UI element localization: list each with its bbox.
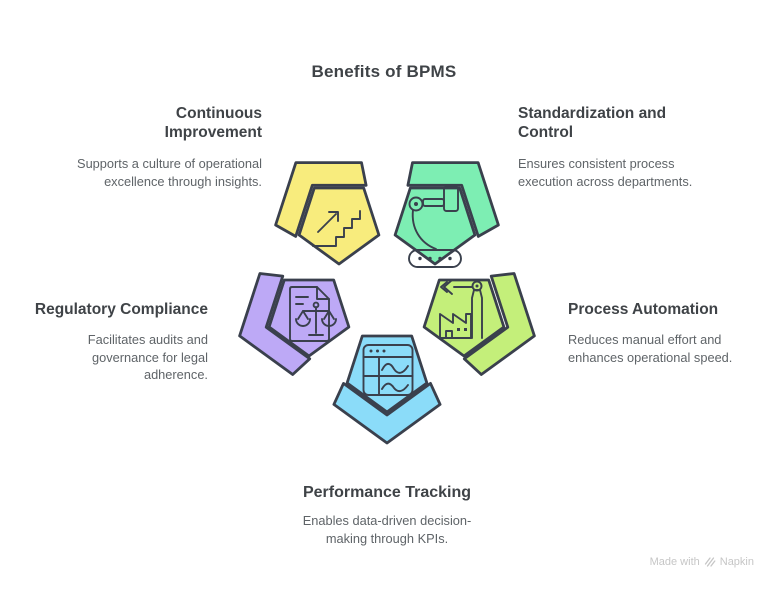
item-performance-tracking: Performance Tracking Enables data-driven…	[261, 483, 513, 547]
pentagon-process-automation	[422, 278, 506, 358]
group-process-automation	[422, 272, 536, 376]
made-with-napkin-watermark: Made with Napkin	[650, 556, 754, 568]
item-process-automation: Process Automation Reduces manual effort…	[568, 300, 758, 366]
group-standardization-and-control	[393, 161, 500, 268]
group-regulatory-compliance	[238, 272, 351, 376]
dashboard-chart-icon	[362, 344, 414, 396]
pentagon-standardization-and-control	[393, 186, 477, 266]
napkin-logo-icon	[704, 557, 716, 567]
page-title: Benefits of BPMS	[311, 62, 457, 81]
band-continuous-improvement	[274, 161, 368, 238]
stairs-growth-icon	[312, 210, 361, 247]
item-description: Ensures consistent process execution acr…	[518, 156, 693, 189]
item-description: Facilitates audits and governance for le…	[87, 332, 208, 382]
watermark-brand: Napkin	[719, 556, 754, 568]
item-title: Continuous Improvement	[164, 105, 262, 141]
robot-arm-conveyor-icon	[408, 186, 462, 268]
item-title: Performance Tracking	[302, 484, 472, 501]
item-continuous-improvement: Continuous Improvement Supports a cultur…	[38, 104, 262, 190]
item-title: Process Automation	[568, 301, 719, 318]
pentagon-performance-tracking	[345, 334, 429, 414]
band-regulatory-compliance	[238, 272, 312, 376]
item-description: Enables data-driven decision-making thro…	[302, 513, 472, 546]
factory-automation-icon	[439, 279, 483, 339]
pentagon-continuous-improvement	[297, 186, 381, 266]
band-process-automation	[462, 272, 536, 376]
item-standardization-and-control: Standardization and Control Ensures cons…	[518, 104, 748, 190]
item-regulatory-compliance: Regulatory Compliance Facilitates audits…	[8, 300, 208, 384]
group-continuous-improvement	[274, 161, 381, 266]
item-description: Supports a culture of operational excell…	[77, 156, 262, 189]
band-performance-tracking	[332, 382, 442, 445]
group-performance-tracking	[332, 334, 442, 445]
item-title: Standardization and Control	[518, 105, 667, 141]
item-description: Reduces manual effort and enhances opera…	[568, 332, 733, 365]
watermark-prefix: Made with	[649, 556, 700, 568]
band-standardization-and-control	[406, 161, 500, 238]
document-scales-icon	[289, 286, 337, 342]
item-title: Regulatory Compliance	[34, 301, 208, 318]
